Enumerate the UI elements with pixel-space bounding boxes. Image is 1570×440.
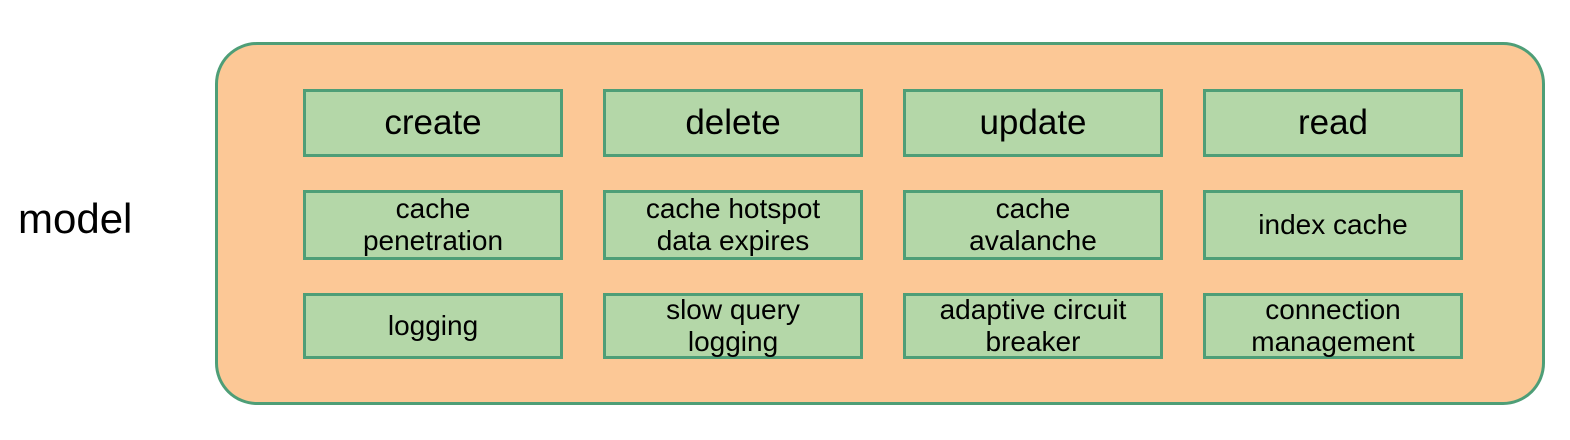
node-label: slow query logging — [666, 294, 800, 357]
node-label: cache hotspot data expires — [645, 193, 821, 256]
node-label: read — [1297, 103, 1369, 142]
group-label-model: model — [18, 195, 133, 242]
node-label: update — [979, 103, 1087, 142]
node-box-index-cache[interactable]: index cache — [1203, 190, 1463, 260]
node-box-connection-management[interactable]: connection management — [1203, 293, 1463, 359]
node-box-delete[interactable]: delete — [603, 89, 863, 157]
node-label: index cache — [1258, 209, 1408, 240]
model-group-container: create delete update read cache penetrat… — [215, 42, 1545, 405]
node-label: create — [384, 103, 482, 142]
node-box-read[interactable]: read — [1203, 89, 1463, 157]
node-box-update[interactable]: update — [903, 89, 1163, 157]
node-label: cache avalanche — [969, 193, 1097, 256]
node-label: connection management — [1251, 294, 1415, 357]
node-box-create[interactable]: create — [303, 89, 563, 157]
node-box-cache-avalanche[interactable]: cache avalanche — [903, 190, 1163, 260]
node-label: logging — [387, 310, 479, 341]
node-label: delete — [685, 103, 781, 142]
node-box-logging[interactable]: logging — [303, 293, 563, 359]
node-box-slow-query-logging[interactable]: slow query logging — [603, 293, 863, 359]
node-box-cache-hotspot-data-expires[interactable]: cache hotspot data expires — [603, 190, 863, 260]
node-label: adaptive circuit breaker — [939, 294, 1127, 357]
node-label: cache penetration — [362, 193, 504, 256]
node-box-cache-penetration[interactable]: cache penetration — [303, 190, 563, 260]
node-grid: create delete update read cache penetrat… — [303, 89, 1463, 360]
node-box-adaptive-circuit-breaker[interactable]: adaptive circuit breaker — [903, 293, 1163, 359]
